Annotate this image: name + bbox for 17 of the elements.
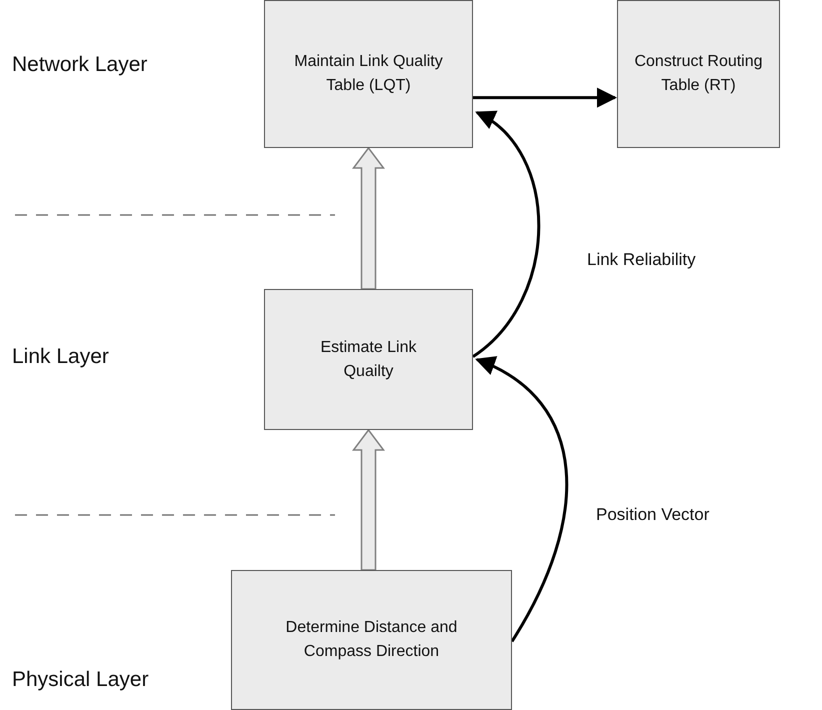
process-box <box>231 570 512 710</box>
box-text: Estimate Link Quailty <box>319 338 418 382</box>
layer-label: Link Layer <box>12 345 109 369</box>
process-box <box>617 0 780 148</box>
hollow-arrow <box>352 146 385 290</box>
edge-label: Link Reliability <box>587 250 696 270</box>
process-box <box>264 0 473 148</box>
process-box <box>264 289 473 430</box>
box-text: Maintain Link Quality Table (LQT) <box>293 52 444 96</box>
box-text: Determine Distance and Compass Direction <box>284 618 458 662</box>
layer-label: Physical Layer <box>12 668 149 692</box>
layer-label: Network Layer <box>12 53 148 77</box>
box-text: Construct Routing Table (RT) <box>633 52 764 96</box>
arrow <box>473 88 617 108</box>
arrow <box>475 358 568 642</box>
hollow-arrow <box>352 428 385 571</box>
arrow <box>472 111 540 358</box>
